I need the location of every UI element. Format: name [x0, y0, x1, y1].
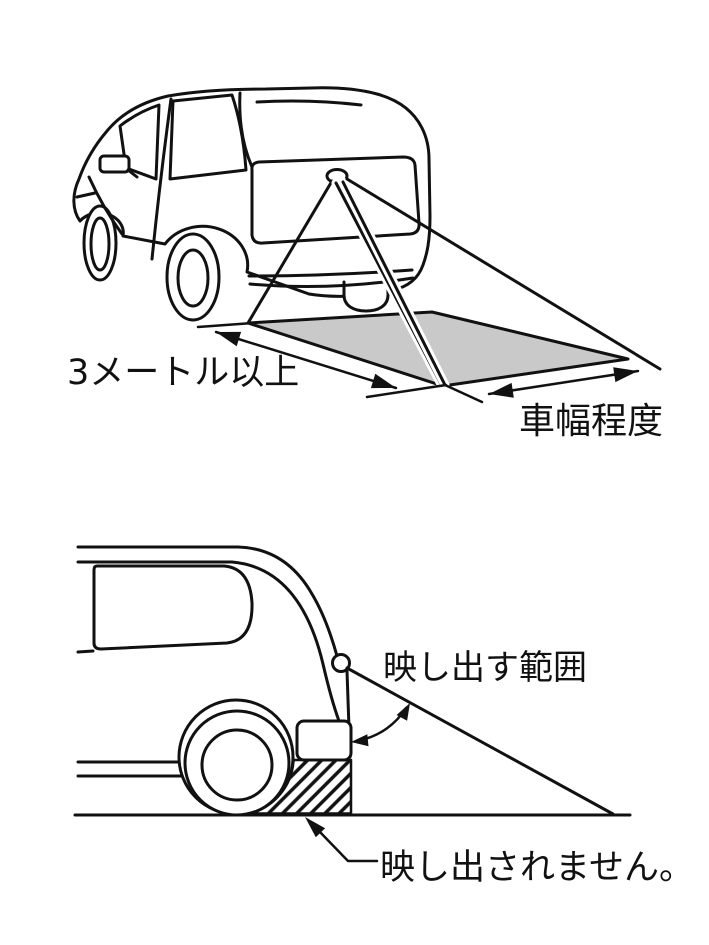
length-label: 3メートル以上: [67, 353, 299, 393]
roof-accent-line: [255, 99, 363, 107]
blind-spot-hatched-area: [246, 758, 353, 815]
d-pillar-line: [238, 91, 254, 169]
blind-spot-label: 映し出されません。: [380, 848, 694, 888]
witness-line-bottom: [365, 383, 448, 399]
camera-sight-line: [345, 666, 615, 816]
belt-line-stub: [76, 649, 95, 654]
side-window: [92, 564, 254, 651]
minivan-rear-quarter: [72, 86, 432, 322]
front-bumper-seam: [75, 191, 97, 199]
camera-dome: [331, 653, 351, 673]
minivan-side-rear: [76, 545, 353, 817]
witness-line-left: [196, 321, 255, 329]
width-label: 車幅程度: [519, 401, 663, 442]
length-dimension-arrow: [214, 330, 398, 390]
view-angle-arrow: [351, 703, 410, 747]
width-dimension-arrow: [487, 369, 640, 396]
b-pillar-line: [150, 97, 173, 261]
front-wheel-rim: [89, 216, 111, 272]
rear-wheel-rim: [176, 248, 210, 308]
side-window-rear: [168, 93, 248, 181]
front-fender-seam: [87, 175, 124, 236]
camera-rays: [246, 177, 662, 404]
far-rear-wheel: [342, 278, 390, 313]
visible-range-label: 映し出す範囲: [383, 648, 587, 688]
figure-side-view: 映し出す範囲 映し出されません。: [73, 545, 694, 888]
blind-spot-leader: [305, 817, 379, 863]
roof-outer: [76, 545, 339, 658]
roof-inner: [76, 560, 341, 723]
side-mirror-arm: [126, 168, 139, 179]
length-dimension: [196, 321, 448, 399]
rear-bumper: [295, 719, 353, 762]
wheel-rim: [200, 728, 274, 802]
figure-rear-quarter-view: 3メートル以上 車幅程度: [67, 86, 663, 442]
tailgate-crease: [247, 268, 414, 278]
side-mirror: [98, 154, 131, 174]
camera-coverage-area: [246, 310, 630, 388]
width-dimension: [487, 367, 640, 398]
